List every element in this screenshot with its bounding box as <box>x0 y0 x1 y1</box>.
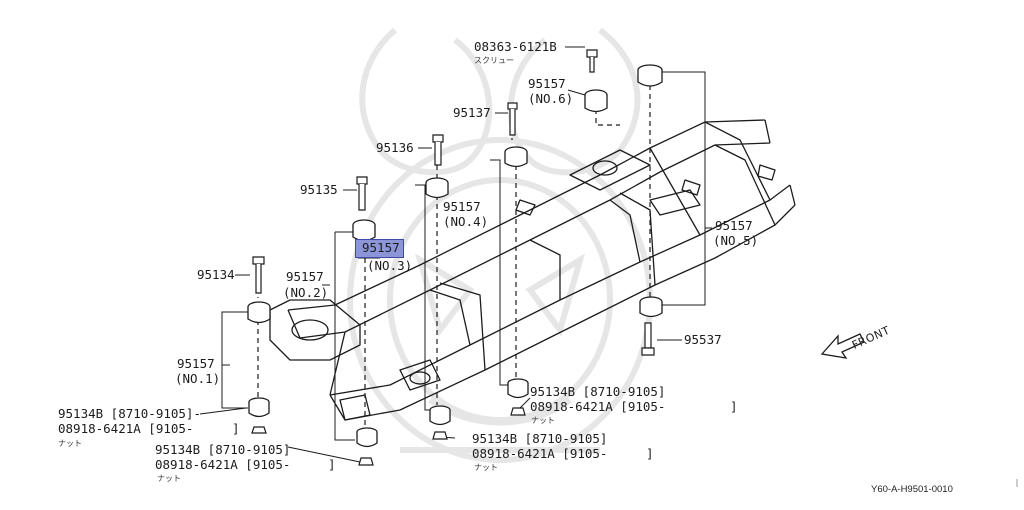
label-mount4-no: (NO.4) <box>443 214 489 229</box>
label-nut-left-b-end: ] <box>232 421 240 436</box>
label-nut-left-a[interactable]: 95134B [8710-9105]- <box>58 406 201 421</box>
label-bolt-95134[interactable]: 95134 <box>197 267 235 282</box>
bolts <box>251 49 655 466</box>
nut-mid <box>358 457 374 466</box>
label-nut-left-b[interactable]: 08918-6421A [9105- <box>58 421 194 436</box>
label-nut-left-kana: ナット <box>58 439 82 448</box>
label-mount5-part[interactable]: 95157 <box>715 218 753 233</box>
nut-center <box>432 431 448 440</box>
label-mount1-no: (NO.1) <box>175 371 221 386</box>
bolt-08363-6121b <box>586 49 598 73</box>
mount-no3-bottom <box>429 405 451 426</box>
label-bolt-95136[interactable]: 95136 <box>376 140 414 155</box>
label-mount5-no: (NO.5) <box>713 233 759 248</box>
mount-centerlines <box>257 85 651 425</box>
mount-no5-bottom <box>639 296 663 318</box>
label-mount6-part[interactable]: 95157 <box>528 76 566 91</box>
mount-no4b-top <box>504 146 528 168</box>
bolt-95537 <box>641 322 655 356</box>
ladder-frame <box>269 119 796 421</box>
label-mount6-no: (NO.6) <box>528 91 574 106</box>
mount-no4-bottom <box>507 378 529 399</box>
label-nut-mid-kana: ナット <box>157 474 181 483</box>
label-nut-mid-b-end: ] <box>328 457 336 472</box>
mount-no6-top <box>637 64 663 87</box>
mount-no6 <box>584 89 608 113</box>
bolt-95137 <box>507 102 518 136</box>
label-bolt-95137[interactable]: 95137 <box>453 105 491 120</box>
label-mount3-no: (NO.3) <box>367 258 413 273</box>
mount-no1-top <box>247 301 271 324</box>
nut-right <box>510 407 526 416</box>
label-nut-rightlow-b[interactable]: 08918-6421A [9105- <box>472 446 608 461</box>
mount-no4-top <box>425 177 449 199</box>
label-nut-rightup-b[interactable]: 08918-6421A [9105- <box>530 399 666 414</box>
diagram-code: Y60-A-H9501-0010 <box>871 484 953 495</box>
label-bolt-95537[interactable]: 95537 <box>684 332 722 347</box>
bolt-95134 <box>252 256 265 294</box>
label-nut-rightlow-a[interactable]: 95134B [8710-9105] <box>472 431 608 446</box>
label-mount2-no: (NO.2) <box>283 285 329 300</box>
bolt-95136 <box>432 134 444 166</box>
label-screw-kana: スクリュー <box>474 56 514 65</box>
mount-no3-top <box>352 219 376 242</box>
label-nut-mid-b[interactable]: 08918-6421A [9105- <box>155 457 291 472</box>
label-mount3-part-selected[interactable]: 95157 <box>355 239 404 258</box>
label-nut-mid-a[interactable]: 95134B [8710-9105] <box>155 442 291 457</box>
mount-no2-bottom <box>356 427 378 448</box>
label-nut-rightup-b-end: ] <box>730 399 738 414</box>
label-nut-rightup-a[interactable]: 95134B [8710-9105] <box>530 384 666 399</box>
nut-left <box>251 426 267 434</box>
label-nut-rightup-kana: ナット <box>531 416 555 425</box>
label-screw-part[interactable]: 08363-6121B <box>474 39 557 54</box>
leader-lines <box>199 46 712 463</box>
label-mount4-part[interactable]: 95157 <box>443 199 481 214</box>
label-mount1-part[interactable]: 95157 <box>177 356 215 371</box>
label-bolt-95135[interactable]: 95135 <box>300 182 338 197</box>
label-mount2-part[interactable]: 95157 <box>286 269 324 284</box>
body-mounts <box>247 64 663 448</box>
mount-no1-bottom <box>248 397 270 418</box>
front-arrow-icon <box>820 333 865 359</box>
label-nut-rightlow-b-end: ] <box>646 446 654 461</box>
label-nut-rightlow-kana: ナット <box>474 463 498 472</box>
bolt-95135 <box>356 176 368 211</box>
